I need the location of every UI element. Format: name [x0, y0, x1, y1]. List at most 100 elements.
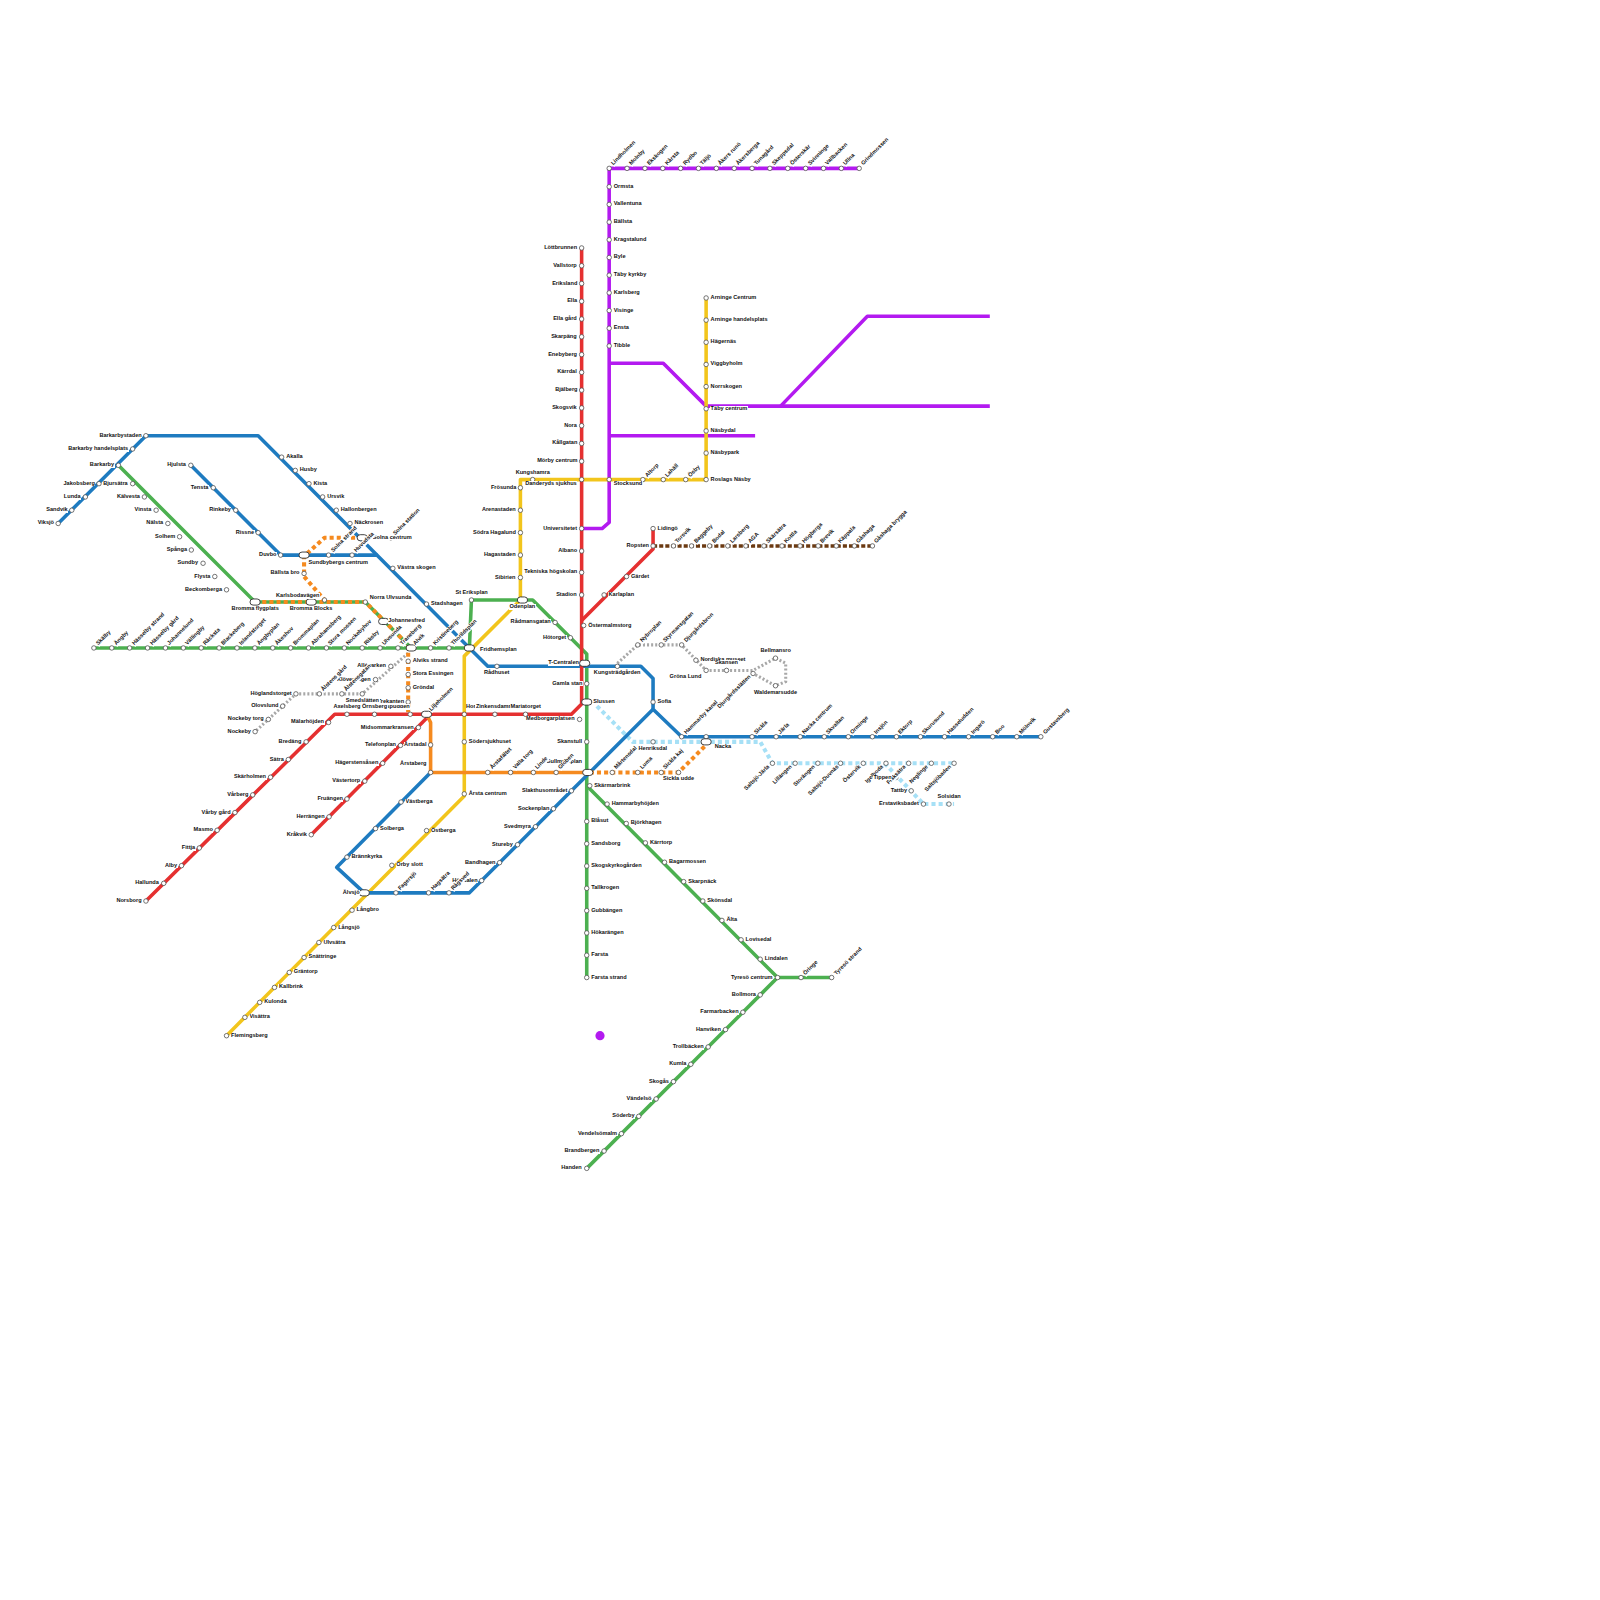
station-dot [163, 646, 167, 650]
station-label: Lovisedal [745, 937, 772, 943]
station-label: Telefonplan [365, 742, 397, 748]
station-label: Sickla [753, 719, 769, 735]
station-label: Skönsdal [707, 898, 733, 904]
station-label: Solna station [392, 507, 421, 536]
station-label: Lahäll [664, 462, 680, 478]
station-dot [607, 255, 611, 259]
station-dot [720, 918, 724, 922]
station-label: Solberga [380, 826, 405, 832]
station-label: Waldemarsudde [754, 690, 798, 696]
station-label: Nockeby torg [227, 716, 264, 722]
interchange-mark [359, 890, 369, 896]
station-dot [643, 166, 647, 170]
station-dot [846, 734, 850, 738]
station-label: Skanstull [557, 739, 583, 745]
station-dot [750, 166, 754, 170]
station-dot [607, 202, 611, 206]
metro-line [337, 709, 653, 893]
station-dot [694, 658, 698, 662]
station-dot [579, 263, 583, 267]
station-dot [372, 712, 376, 716]
interchange-mark [580, 660, 590, 666]
station-dot [584, 1166, 588, 1170]
station-label: Hökarängen [591, 930, 624, 936]
station-label: Lindalen [764, 956, 788, 962]
station-label: Gamla stan [552, 681, 583, 687]
station-dot [224, 588, 228, 592]
station-label: Ensta [613, 325, 629, 331]
station-label: Öringe [802, 959, 819, 976]
station-dot [110, 646, 114, 650]
station-dot [515, 842, 519, 846]
station-dot [798, 544, 802, 548]
station-label: Skärmarbrink [594, 783, 631, 789]
metro-line [587, 978, 778, 1169]
station-label: Ella gård [553, 316, 578, 322]
station-label: Rådmansgatan [510, 619, 551, 625]
station-label: Tippen [873, 775, 892, 781]
station-dot [607, 184, 611, 188]
station-dot [704, 407, 708, 411]
station-label: Farsta strand [591, 975, 627, 981]
station-dot [579, 281, 583, 285]
purple-dot [595, 1031, 604, 1040]
station-label: Näckrosen [354, 520, 384, 526]
station-label: Valla torg [512, 749, 534, 771]
station-label: Årstafältet [489, 747, 513, 771]
station-label: Långsjö [338, 925, 360, 931]
station-label: Bollmora [731, 992, 756, 998]
station-dot [671, 544, 675, 548]
station-label: Näsbypark [710, 450, 740, 456]
station-dot [142, 495, 146, 499]
station-dot [394, 891, 398, 895]
station-dot [469, 598, 473, 602]
station-dot [579, 246, 583, 250]
station-label: Bellmansro [760, 648, 791, 654]
station-dot [786, 166, 790, 170]
metro-line [469, 600, 586, 978]
station-label: Tensta [190, 485, 209, 491]
metro-line [781, 316, 990, 406]
station-label: Djurgårdsslätten [716, 674, 752, 710]
station-label: Mariatorget [510, 704, 541, 710]
station-dot [704, 734, 708, 738]
station-dot [714, 166, 718, 170]
station-dot [579, 477, 583, 481]
station-label: Norsborg [116, 898, 142, 904]
station-label: Saltsjö-Järla [744, 764, 772, 792]
station-dot [278, 553, 282, 557]
station-dot [363, 600, 367, 604]
station-dot [852, 544, 856, 548]
station-label: Rådhuset [483, 670, 510, 676]
station-dot [577, 717, 581, 721]
station-label: Vendelsömalm [577, 1131, 617, 1137]
station-dot [821, 166, 825, 170]
station-dot [602, 1149, 606, 1153]
station-label: Boo [994, 723, 1006, 735]
station-dot [495, 664, 499, 668]
station-label: Sibirien [494, 575, 516, 581]
station-dot [350, 553, 354, 557]
station-dot [799, 975, 803, 979]
station-dot [360, 692, 364, 696]
station-dot [579, 299, 583, 303]
station-dot [256, 530, 260, 534]
station-dot [447, 646, 451, 650]
station-dot [584, 841, 588, 845]
station-label: Sickla udde [663, 776, 695, 782]
metro-line [118, 465, 411, 648]
station-dot [518, 553, 522, 557]
station-dot [584, 864, 588, 868]
station-label: Kista [313, 481, 328, 487]
station-label: Neglinge [909, 764, 930, 785]
station-label: Skvaltan [825, 715, 846, 736]
station-dot [266, 717, 270, 721]
station-dot [294, 692, 298, 696]
station-label: Hötorget [542, 635, 566, 641]
station-label: Gubbängen [591, 908, 623, 914]
station-dot [607, 291, 611, 295]
station-dot [637, 1114, 641, 1118]
station-dot [773, 656, 777, 660]
station-dot [579, 459, 583, 463]
station-dot [584, 931, 588, 935]
